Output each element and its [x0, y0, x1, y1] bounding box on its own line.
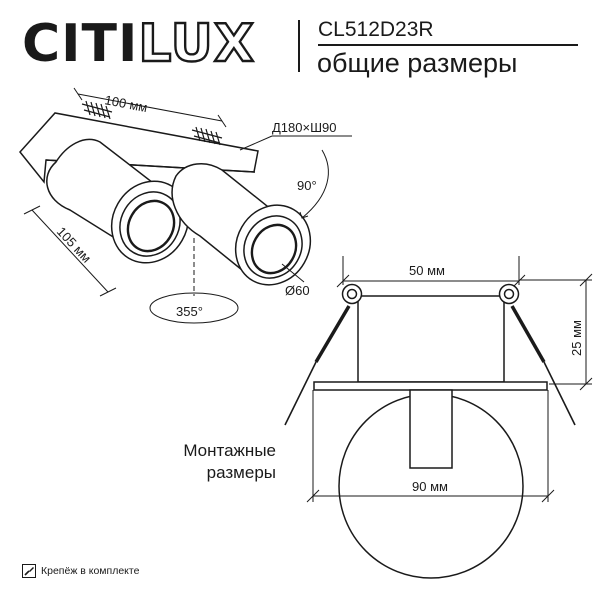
- dim-tick: [306, 489, 320, 503]
- dim-depth-label: 25 мм: [569, 320, 584, 356]
- dim-hole-label: 50 мм: [409, 263, 445, 278]
- pivot-right-inner: [503, 288, 515, 300]
- housing-box: [357, 295, 505, 383]
- spring-rod-left: [284, 361, 317, 426]
- dim-tick: [99, 287, 117, 297]
- mounting-label-line2: размеры: [206, 463, 276, 482]
- dim-tick: [73, 87, 83, 101]
- dim-length-label: 105 мм: [54, 224, 94, 266]
- footer-text: Крепёж в комплекте: [41, 565, 140, 577]
- brand-logo: CITILUX: [22, 13, 255, 75]
- dim-cutout-label: 90 мм: [412, 479, 448, 494]
- arc-tilt: [301, 149, 329, 219]
- dim-tilt-label: 90°: [297, 178, 317, 193]
- header-rule: [318, 44, 578, 46]
- spot-head-right: [171, 163, 312, 286]
- mounting-label-line1: Монтажные: [183, 441, 276, 460]
- dim-tick: [579, 273, 593, 287]
- header-divider: [298, 20, 300, 72]
- spring-arm-left: [314, 305, 351, 363]
- dim-tick: [579, 377, 593, 391]
- spring-rod-right: [543, 361, 576, 426]
- dim-tick: [512, 274, 526, 288]
- brand-logo-part2: LUX: [137, 13, 255, 75]
- footer-note: Крепёж в комплекте: [22, 562, 139, 580]
- flange: [313, 381, 548, 391]
- dim-line-length: [31, 209, 109, 293]
- dim-tick: [23, 205, 41, 215]
- leader-diameter: [281, 263, 305, 283]
- model-code: CL512D23R: [318, 18, 434, 41]
- mounting-section: [284, 256, 593, 579]
- fixture-perspective: [19, 87, 352, 324]
- spring-arm-right: [510, 305, 546, 363]
- screwdriver-icon: [22, 564, 36, 578]
- leader-body: [239, 135, 273, 151]
- dim-body-label: Д180×Ш90: [272, 120, 336, 135]
- spring-clip-right: [191, 126, 223, 146]
- dim-rotation-label: 355°: [176, 304, 203, 319]
- brand-logo-part1: CITI: [22, 14, 139, 74]
- dim-tick: [541, 489, 555, 503]
- dim-tick: [217, 114, 227, 128]
- pivot-left: [341, 283, 363, 305]
- arc-tilt-arrow: [299, 211, 309, 219]
- mounting-label: Монтажные размеры: [150, 440, 276, 484]
- spot-head-left: [46, 138, 190, 264]
- spring-clip-left: [81, 100, 113, 120]
- rotation-ellipse: [149, 292, 239, 324]
- dim-diameter-label: Ø60: [285, 283, 310, 298]
- pivot-right: [498, 283, 520, 305]
- page-subtitle: общие размеры: [317, 48, 518, 78]
- dim-line-width: [77, 93, 223, 122]
- dim-tick: [336, 274, 350, 288]
- pivot-left-inner: [346, 288, 358, 300]
- lamp-tube: [409, 389, 453, 469]
